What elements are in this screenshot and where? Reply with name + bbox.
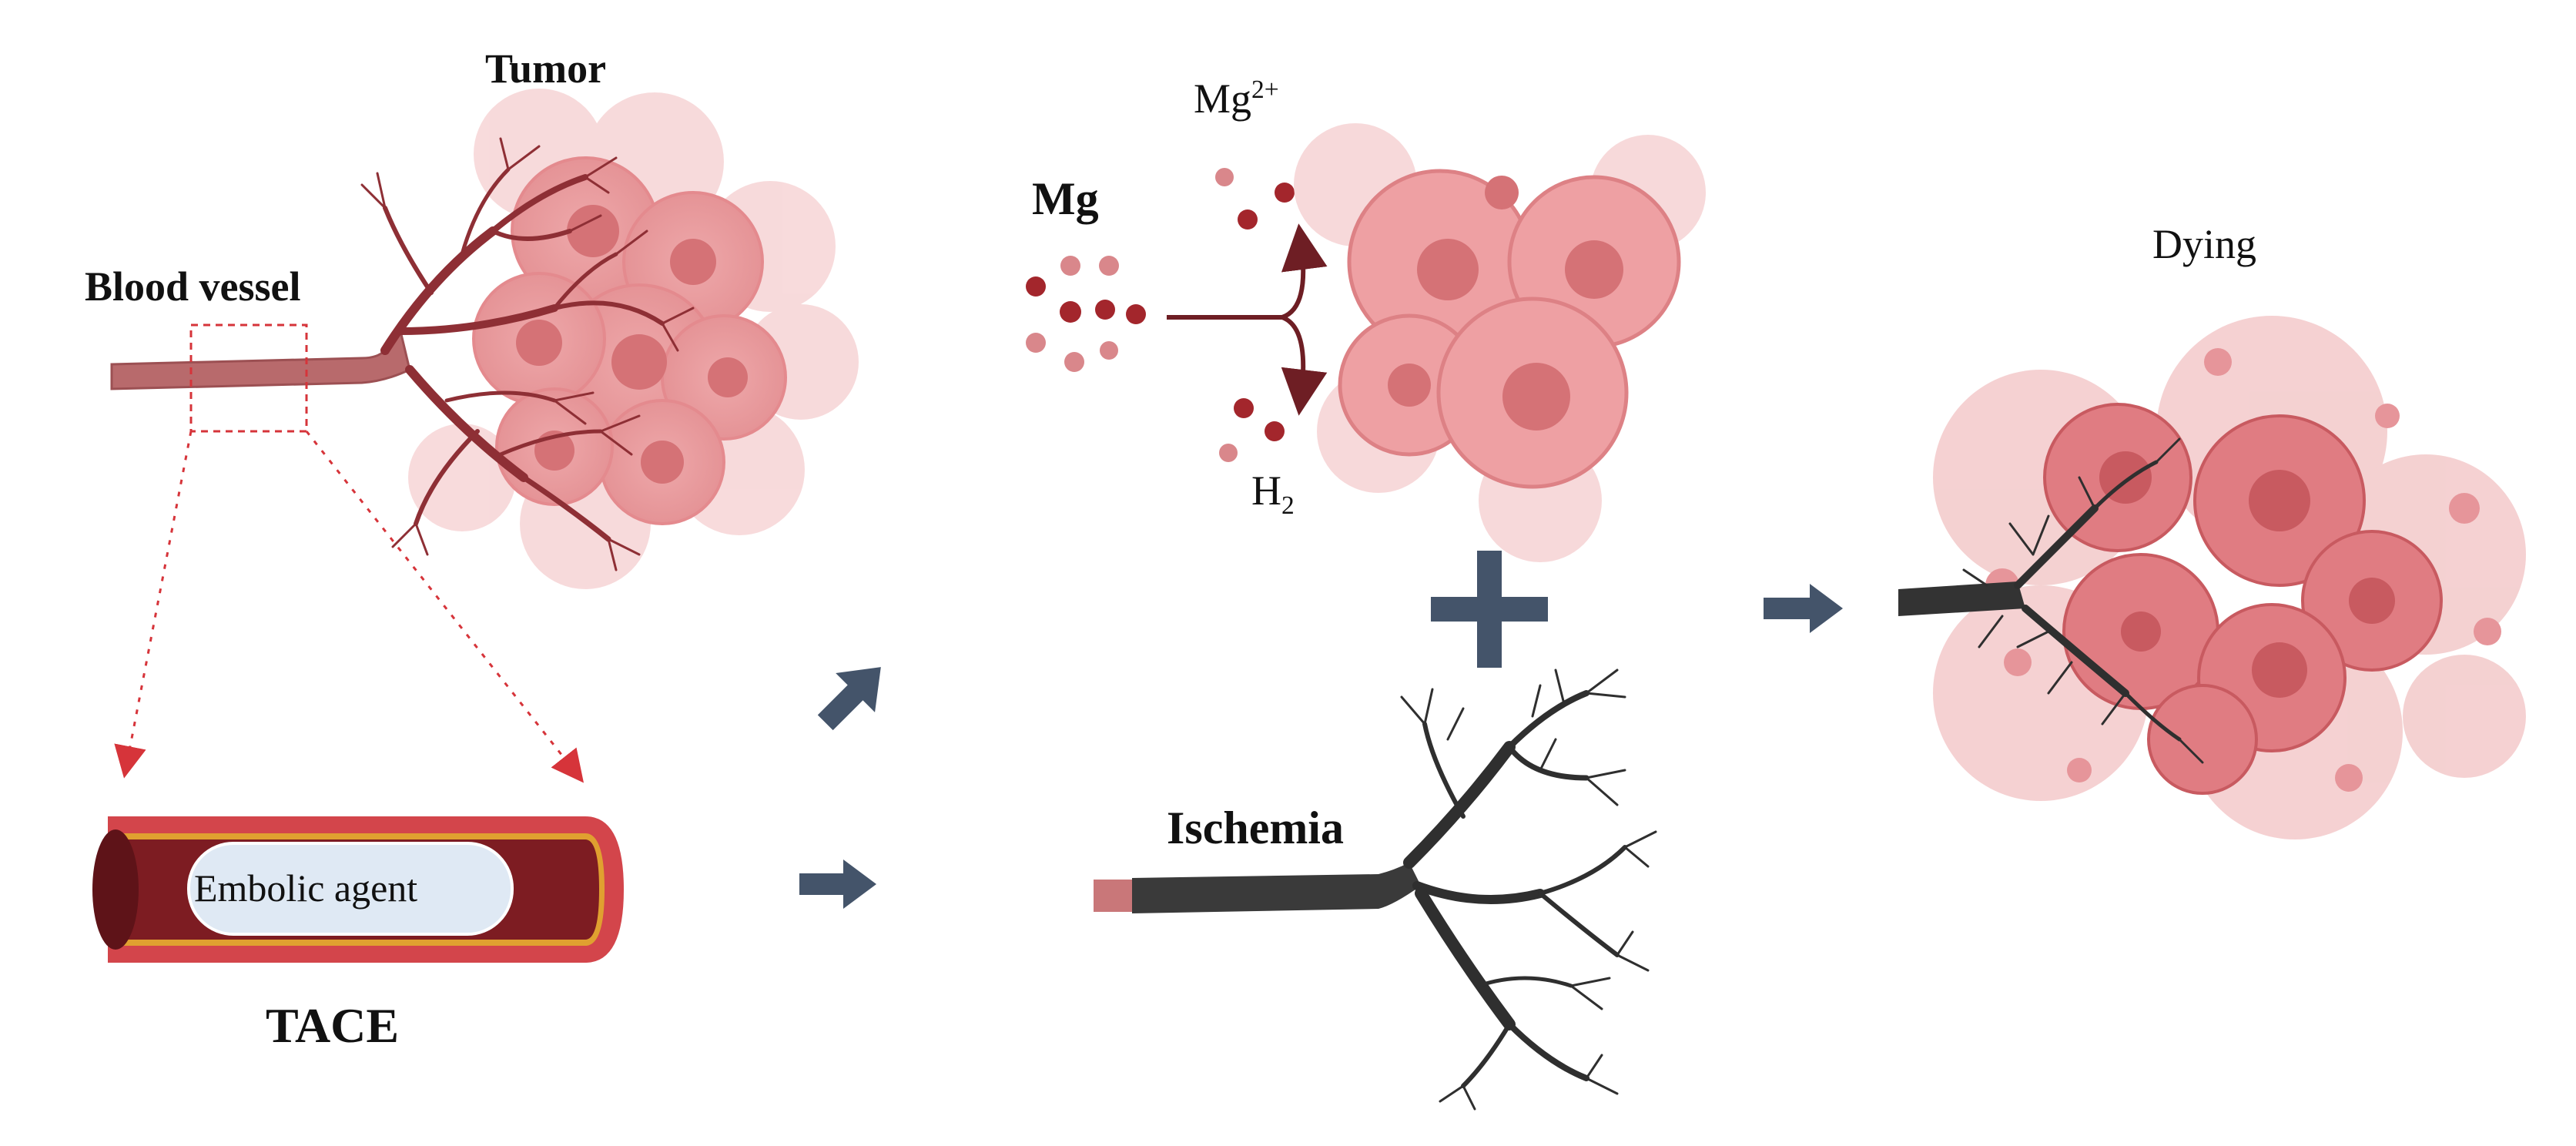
mg-label: Mg (1032, 173, 1099, 224)
reaction-arrow-icon (1167, 223, 1328, 416)
zoom-guide-right (305, 431, 585, 783)
tumor-cells-icon (1294, 123, 1706, 562)
h2-label: H2 (1251, 470, 1295, 518)
dying-tumor-icon (1898, 316, 2526, 839)
mg-particles-icon (1026, 256, 1146, 372)
mg-ion-charge: 2+ (1251, 75, 1279, 104)
arrow-up-right-icon (817, 667, 881, 731)
mg-ion-particles-icon (1215, 168, 1295, 230)
arrow-right-to-dying-icon (1764, 584, 1843, 633)
dying-label: Dying (2152, 221, 2256, 267)
ischemic-vessel-icon (1094, 668, 1657, 1111)
tace-label: TACE (266, 998, 400, 1053)
h2-subscript: 2 (1281, 491, 1295, 520)
h2-particles-icon (1219, 398, 1285, 462)
embolic-agent-plug (187, 842, 514, 936)
ischemia-label: Ischemia (1167, 803, 1344, 853)
mg-ion-label: Mg2+ (1194, 77, 1279, 119)
zoom-guide-left (114, 431, 193, 779)
plus-icon (1431, 551, 1548, 668)
mg-ion-base: Mg (1194, 75, 1252, 122)
tumor-label: Tumor (485, 45, 607, 92)
blood-vessel-icon (110, 137, 695, 783)
tace-vessel-icon (92, 816, 624, 963)
blood-vessel-label: Blood vessel (85, 263, 301, 310)
embolic-agent-label: Embolic agent (194, 866, 418, 910)
arrow-right-icon (799, 860, 876, 909)
tumor-cluster-icon (408, 89, 859, 589)
h2-base: H (1251, 467, 1281, 514)
